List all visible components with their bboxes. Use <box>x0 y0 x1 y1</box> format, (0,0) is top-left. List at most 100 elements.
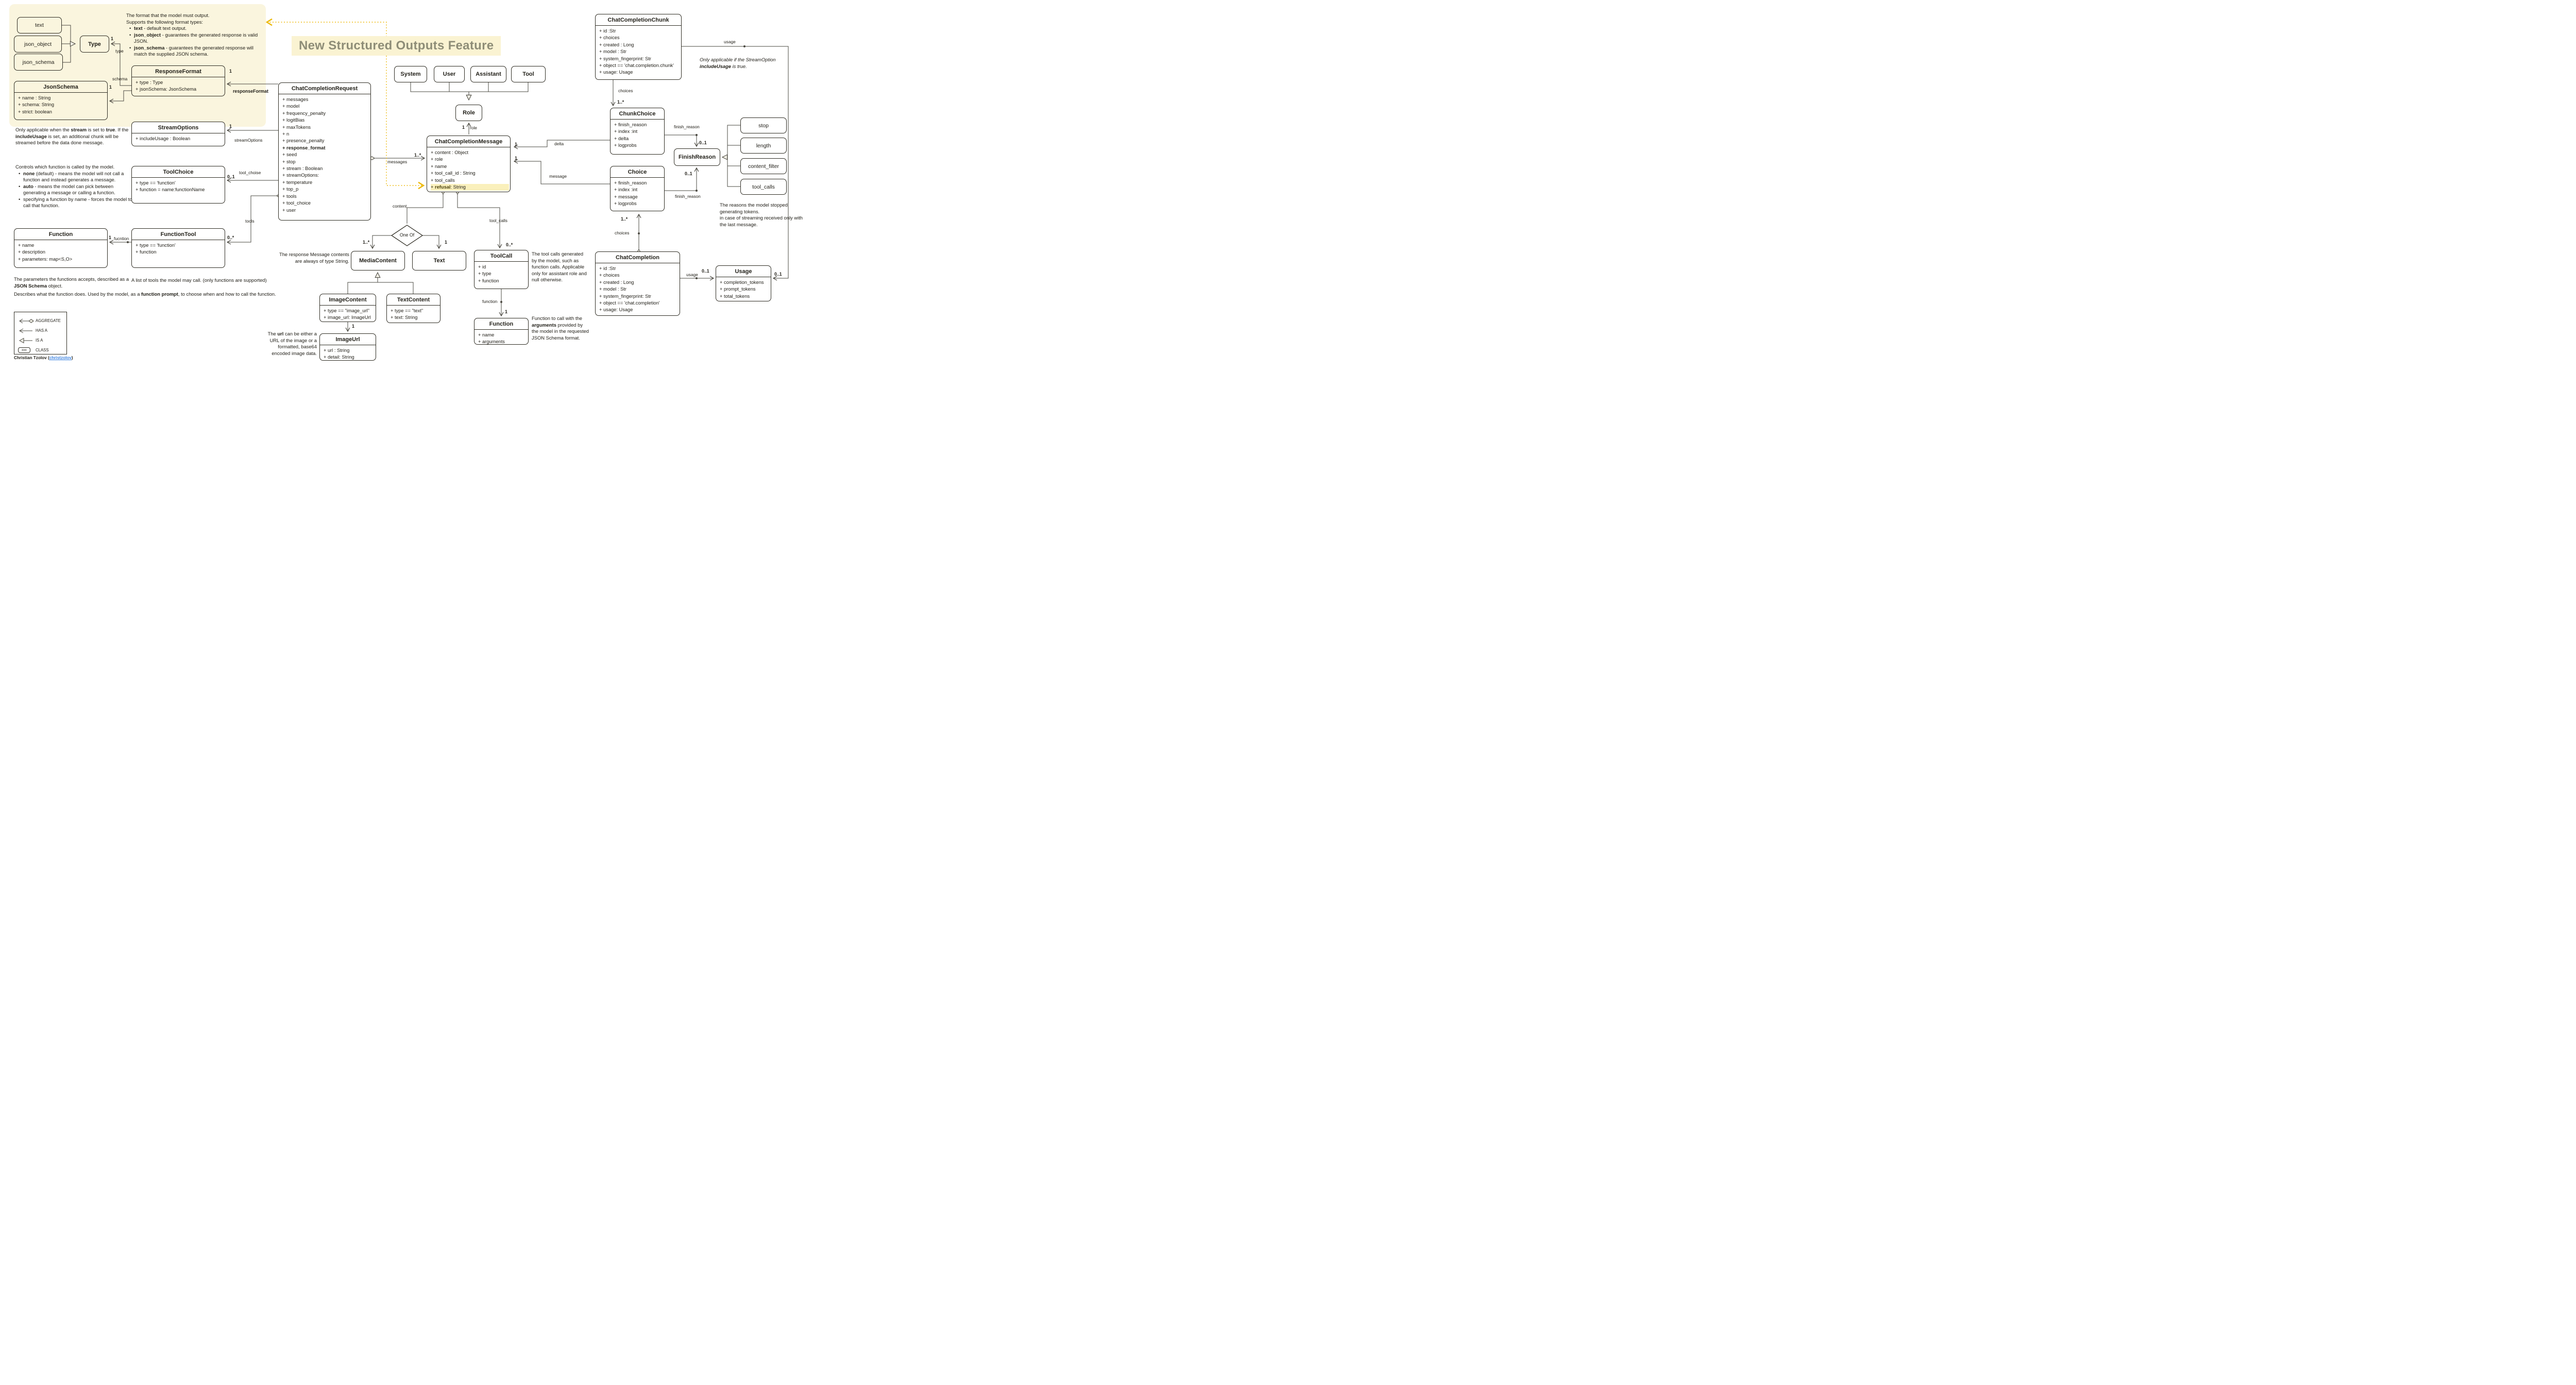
edge-label: 0..* <box>227 235 234 240</box>
annotation-include-usage: Only applicable if the StreamOption incl… <box>700 57 781 70</box>
class-finishreason: FinishReason <box>674 148 720 166</box>
class-attribute: + logitBias <box>282 117 305 123</box>
edge-label: 1 <box>229 69 232 74</box>
class-textcontent: TextContent+ type == "text"+ text: Strin… <box>386 294 440 323</box>
class-attribute: + tool_choice <box>282 200 311 206</box>
edge-isa-imagecontent <box>347 282 378 294</box>
edge-label: 1..* <box>617 99 624 105</box>
class-attribute: + stream : Boolean <box>282 166 323 172</box>
credit-link[interactable]: christzolov <box>49 356 72 360</box>
class-type: Type <box>80 36 109 53</box>
annotation-tool-choice: Controls which function is called by the… <box>15 164 136 209</box>
class-text: Text <box>412 251 466 271</box>
class-name: stop <box>758 122 769 129</box>
edge-label: tool_choise <box>239 170 261 175</box>
class-chunkchoice: ChunkChoice+ finish_reason+ index :int+ … <box>610 108 665 155</box>
edge-content <box>406 188 445 224</box>
class-attributes: + finish_reason+ index :int+ delta+ logp… <box>611 120 664 149</box>
edge-label: finish_reason <box>674 124 700 129</box>
class-tool-calls: tool_calls <box>740 179 787 195</box>
class-name: ChatCompletionChunk <box>596 14 681 26</box>
class-chatcompletionmessage: ChatCompletionMessage+ content : Object+… <box>427 136 511 192</box>
annotation-tools-list: A list of tools the model may call. (onl… <box>131 277 276 284</box>
class-attribute: + object == 'chat.completion.chunk' <box>599 63 674 69</box>
class-attribute: + model : Str <box>599 49 626 55</box>
class-attribute: + id :Str <box>599 28 616 33</box>
edge-label: 1 <box>109 85 112 90</box>
class-imagecontent: ImageContent+ type == "image_url"+ image… <box>319 294 376 322</box>
edge-label: 0..1 <box>702 268 709 274</box>
edge-label: 1..* <box>363 240 370 245</box>
class-attribute: + type == "image_url" <box>324 308 370 313</box>
annotation-line: The response Message contents are always… <box>279 251 349 264</box>
class-role: Role <box>455 105 482 121</box>
class-attribute: + finish_reason <box>614 180 647 185</box>
class-attribute: + detail: String <box>324 354 354 360</box>
class-name: ChatCompletion <box>596 252 680 263</box>
one-of-diamond <box>391 225 423 246</box>
class-attributes: + includeUsage : Boolean <box>132 133 225 142</box>
class-attribute: + model : Str <box>599 286 626 292</box>
annotation-line: Controls which function is called by the… <box>15 164 115 170</box>
class-attribute: + temperature <box>282 179 313 185</box>
edge-dot <box>696 134 698 136</box>
edge-label: choices <box>615 230 630 235</box>
class-attribute: + choices <box>599 273 620 278</box>
class-attributes: + id+ type+ function <box>474 262 528 284</box>
class-name: TextContent <box>387 294 440 306</box>
class-attributes: + name+ description+ parameters: map<S,O… <box>14 240 107 263</box>
class-attributes: + name : String+ schema: String+ strict:… <box>14 93 107 115</box>
class-responseformat: ResponseFormat+ type : Type+ jsonSchema:… <box>131 65 225 96</box>
annotation-line: A list of tools the model may call. (onl… <box>131 277 267 283</box>
edge-label: finish_reason <box>675 194 701 199</box>
class-attribute: + streamOptions: <box>282 173 319 178</box>
class-attributes: + type == "image_url" + image_url: ImageU… <box>320 306 376 322</box>
credit-name: Christian Tzolov ( <box>14 356 49 360</box>
annotation-function-arguments: Function to call with the arguments prov… <box>532 315 589 341</box>
class-attribute: + image_url: ImageUrl <box>324 315 371 320</box>
class-name: text <box>35 22 44 28</box>
edge-label: messages <box>387 159 408 164</box>
edge-dot <box>500 301 502 303</box>
class-function: Function+ name+ arguments <box>474 318 529 345</box>
edge-label: message <box>549 174 567 179</box>
legend-label: AGGREGATE <box>36 318 61 323</box>
class-attribute: + choices <box>599 35 620 41</box>
edge-label: delta <box>554 141 564 146</box>
is-a-icon <box>18 337 36 344</box>
class-attribute: + seed <box>282 152 297 158</box>
one-of-label: One Of <box>399 232 415 238</box>
class-mediacontent: MediaContent <box>351 251 405 271</box>
credit-suffix: ) <box>71 356 73 360</box>
credit: Christian Tzolov (christzolov) <box>14 356 73 360</box>
class-attributes: + type == 'function'+ function <box>132 240 225 256</box>
annotation-line: specifying a function by name - forces t… <box>15 196 136 209</box>
class-name: tool_calls <box>752 183 775 190</box>
edge-label: tools <box>245 218 255 224</box>
class-attribute: + url : String <box>324 348 350 353</box>
edge-label: 0..1 <box>774 272 782 277</box>
class-attribute: + name <box>18 243 35 248</box>
edge-label: 1 <box>445 240 447 245</box>
class-name: User <box>443 71 456 77</box>
class-attribute: + n <box>282 131 290 137</box>
edge-label: 1..* <box>621 216 628 222</box>
class-attribute: + logprobs <box>614 201 637 207</box>
class-tool: Tool <box>511 66 546 82</box>
class-attribute: + finish_reason <box>614 122 647 127</box>
edge-isa-system <box>410 82 469 92</box>
class-attribute: + arguments <box>478 339 505 345</box>
class-attribute: + type <box>478 271 492 277</box>
edge-label: tool_calls <box>489 218 507 223</box>
class-choice: Choice+ finish_reason+ index :int+ messa… <box>610 166 665 211</box>
class-name: Assistant <box>476 71 501 77</box>
legend: AGGREGATE HAS A IS A xxx CLASS <box>14 312 67 354</box>
class-toolchoice: ToolChoice+ type == 'function'+ function… <box>131 166 225 204</box>
annotation-stream-options: Only applicable when the stream is set t… <box>15 127 134 146</box>
edge-label: 1 <box>462 125 465 130</box>
class-name: FunctionTool <box>132 229 225 240</box>
edge-dot <box>743 45 745 47</box>
class-attribute: + content : Object <box>431 150 469 155</box>
class-name: JsonSchema <box>14 81 107 93</box>
class-attribute: + function = name:functionName <box>135 187 205 193</box>
